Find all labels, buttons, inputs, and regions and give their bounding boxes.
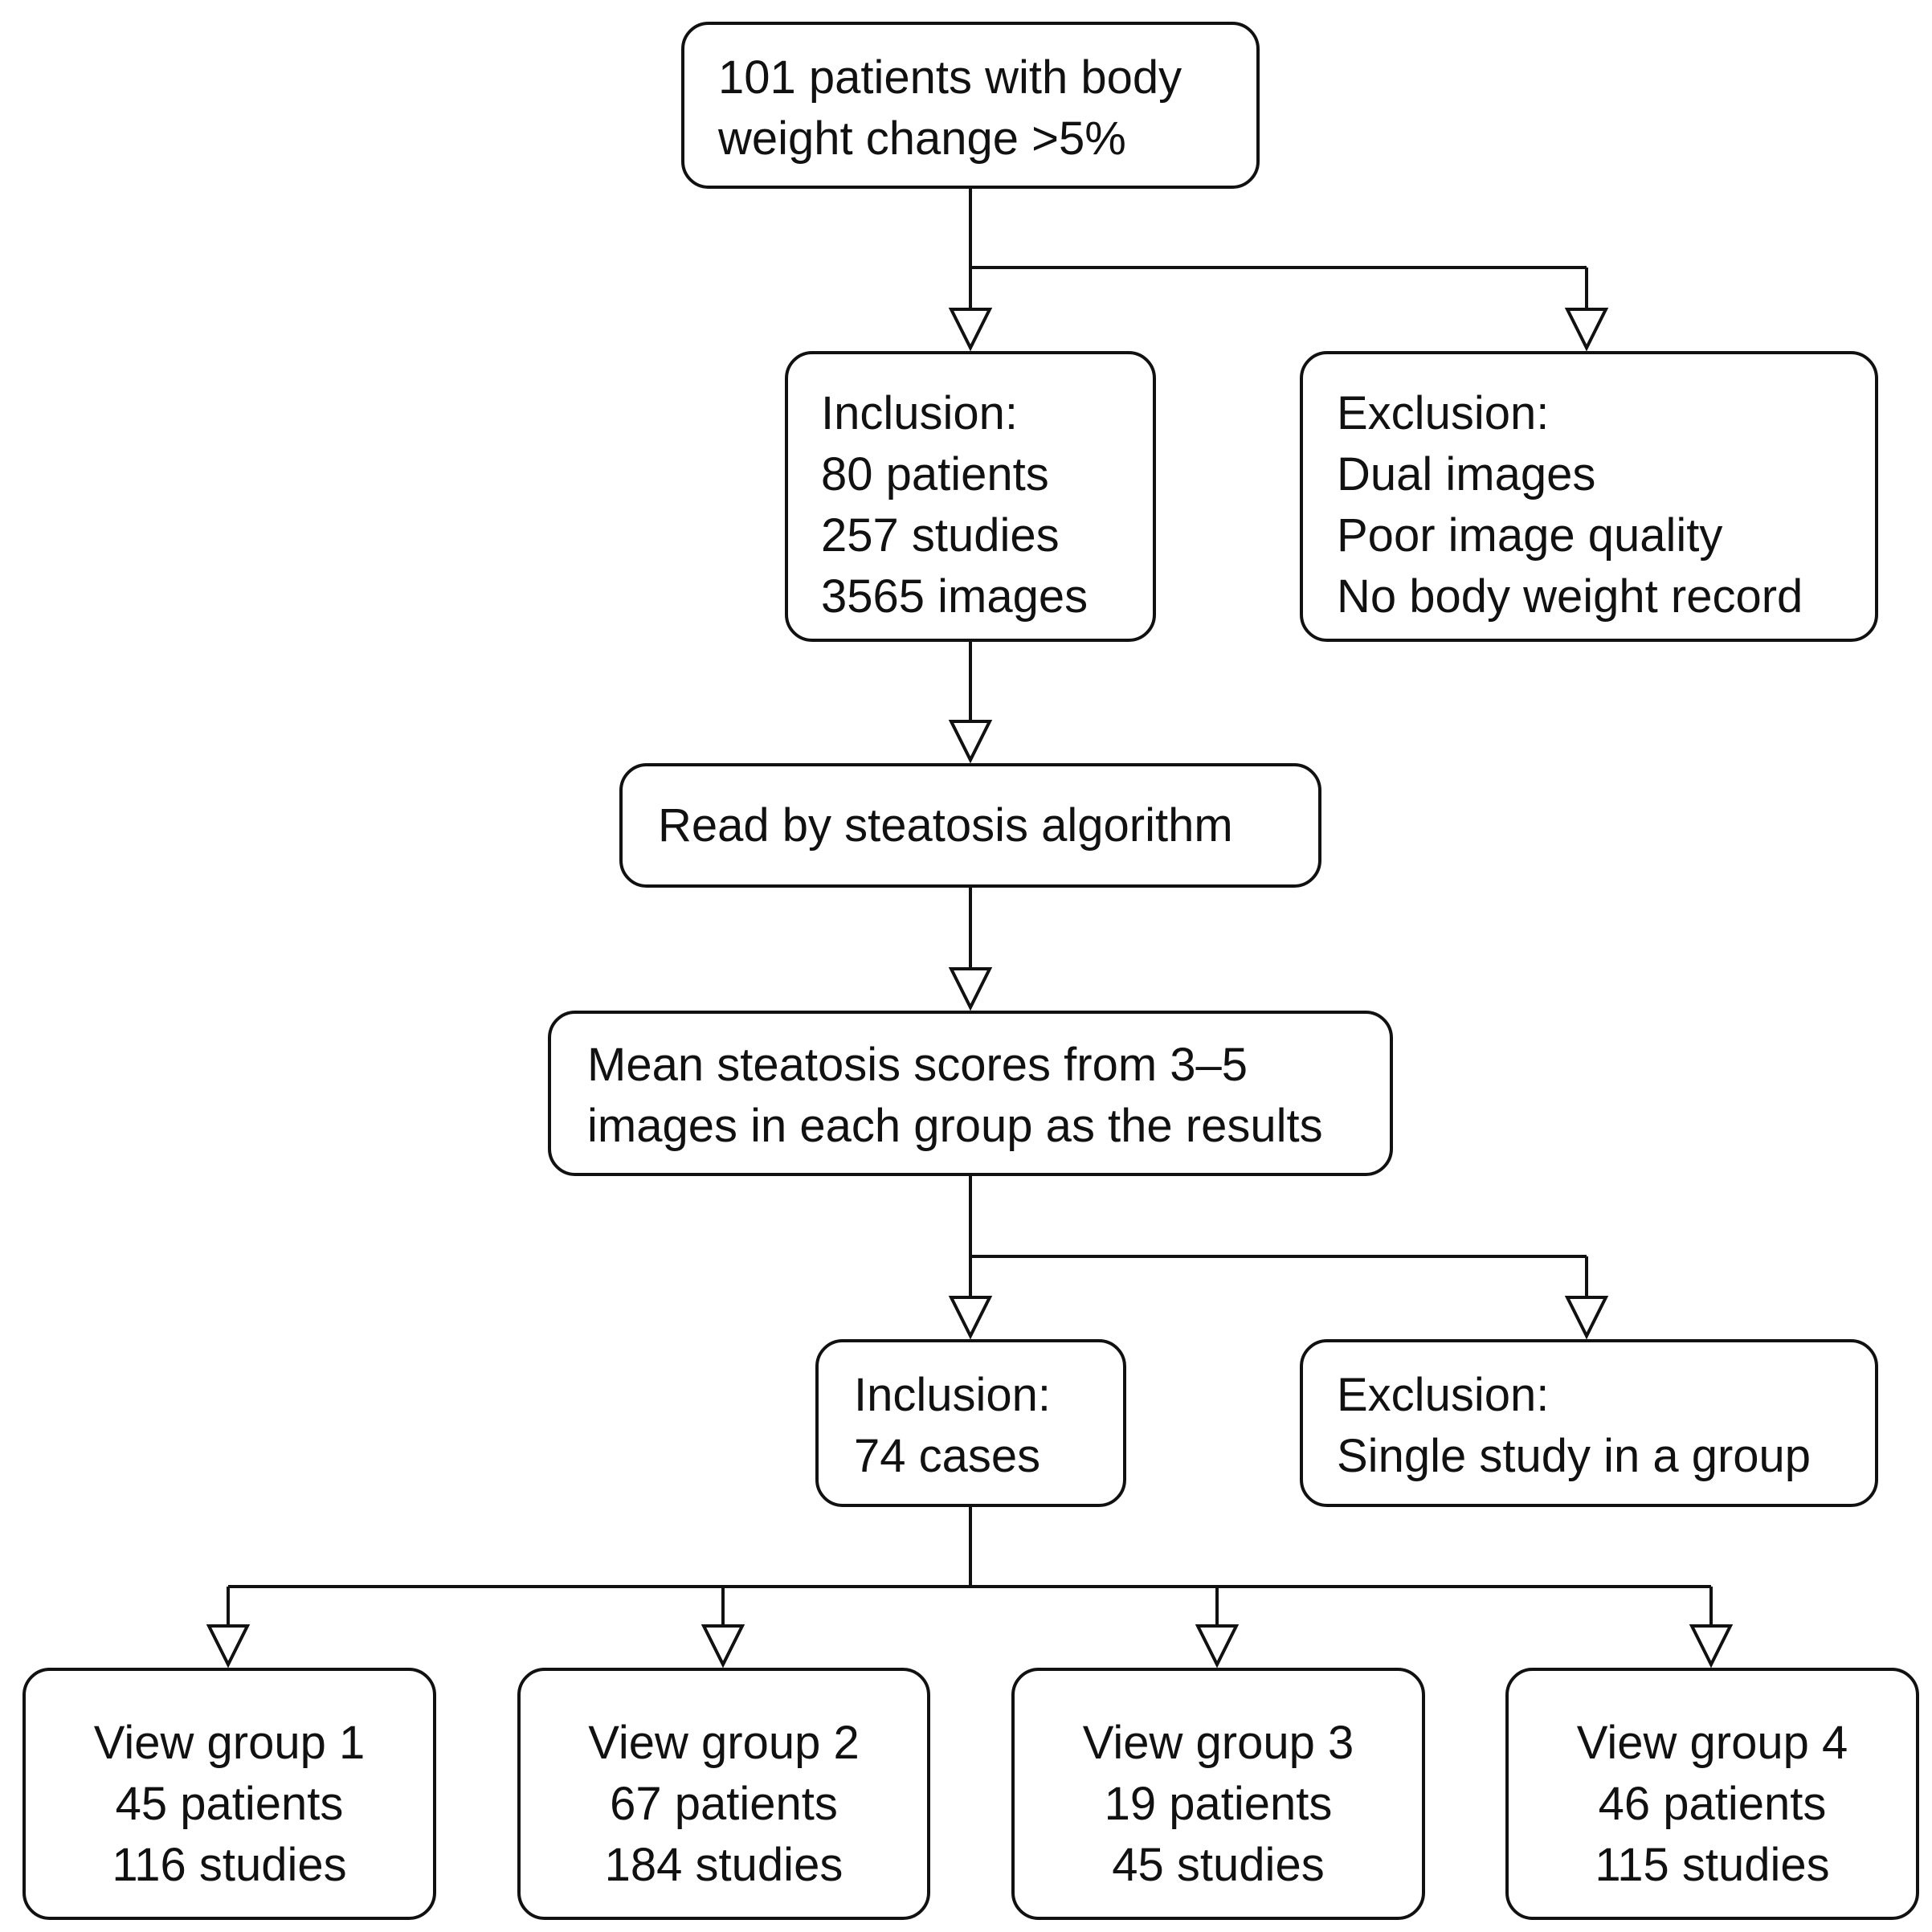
inclusion-1-patients: 80 patients (821, 448, 1049, 500)
arrow-to-inclusion-2 (948, 1296, 993, 1340)
exclusion-1-no-weight: No body weight record (1337, 570, 1803, 623)
arrow-to-exclusion-2 (1564, 1296, 1609, 1340)
arrow-to-group-1 (206, 1624, 251, 1669)
arrow-to-exclusion-1 (1564, 308, 1609, 352)
algorithm-label: Read by steatosis algorithm (658, 799, 1233, 852)
view-group-1-box: View group 1 45 patients 116 studies (22, 1668, 436, 1920)
arrow-to-group-3 (1195, 1624, 1240, 1669)
view-group-2-title: View group 2 (588, 1717, 860, 1769)
start-line-2: weight change >5% (718, 112, 1126, 165)
view-group-4-box: View group 4 46 patients 115 studies (1505, 1668, 1919, 1920)
algorithm-box: Read by steatosis algorithm (619, 763, 1321, 888)
start-line-1: 101 patients with body (718, 51, 1182, 104)
view-group-2-box: View group 2 67 patients 184 studies (517, 1668, 930, 1920)
mean-scores-line-2: images in each group as the results (587, 1100, 1323, 1152)
view-group-1-title: View group 1 (93, 1717, 366, 1769)
arrow-to-algorithm (948, 720, 993, 764)
exclusion-2-single-study: Single study in a group (1337, 1430, 1812, 1482)
view-group-2-studies: 184 studies (604, 1839, 843, 1891)
inclusion-box-1: Inclusion: 80 patients 257 studies 3565 … (785, 351, 1156, 642)
exclusion-2-heading: Exclusion: (1337, 1369, 1550, 1421)
view-group-4-title: View group 4 (1576, 1717, 1848, 1769)
exclusion-box-2: Exclusion: Single study in a group (1300, 1339, 1878, 1507)
exclusion-1-dual-images: Dual images (1337, 448, 1596, 500)
connector-start-split (969, 187, 1588, 309)
view-group-3-studies: 45 studies (1112, 1839, 1325, 1891)
exclusion-1-heading: Exclusion: (1337, 387, 1550, 439)
inclusion-2-cases: 74 cases (854, 1430, 1041, 1482)
inclusion-1-images: 3565 images (821, 570, 1089, 623)
arrow-to-mean-scores (948, 967, 993, 1011)
view-group-1-patients: 45 patients (115, 1778, 344, 1830)
arrow-to-inclusion-1 (948, 308, 993, 352)
mean-scores-line-1: Mean steatosis scores from 3–5 (587, 1039, 1248, 1091)
inclusion-1-heading: Inclusion: (821, 387, 1019, 439)
view-group-3-title: View group 3 (1082, 1717, 1354, 1769)
connector-mean-split (969, 1174, 1588, 1297)
view-group-3-patients: 19 patients (1104, 1778, 1333, 1830)
inclusion-2-heading: Inclusion: (854, 1369, 1052, 1421)
view-group-4-patients: 46 patients (1598, 1778, 1827, 1830)
exclusion-1-poor-quality: Poor image quality (1337, 509, 1723, 562)
start-box: 101 patients with body weight change >5% (681, 22, 1260, 189)
connector-groups-bus (227, 1505, 1713, 1626)
view-group-2-patients: 67 patients (610, 1778, 838, 1830)
inclusion-box-2: Inclusion: 74 cases (815, 1339, 1126, 1507)
arrow-to-group-2 (701, 1624, 745, 1669)
mean-scores-box: Mean steatosis scores from 3–5 images in… (548, 1011, 1393, 1176)
view-group-1-studies: 116 studies (112, 1839, 347, 1891)
arrow-to-group-4 (1689, 1624, 1734, 1669)
inclusion-1-studies: 257 studies (821, 509, 1060, 562)
view-group-3-box: View group 3 19 patients 45 studies (1011, 1668, 1425, 1920)
exclusion-box-1: Exclusion: Dual images Poor image qualit… (1300, 351, 1878, 642)
view-group-4-studies: 115 studies (1595, 1839, 1830, 1891)
